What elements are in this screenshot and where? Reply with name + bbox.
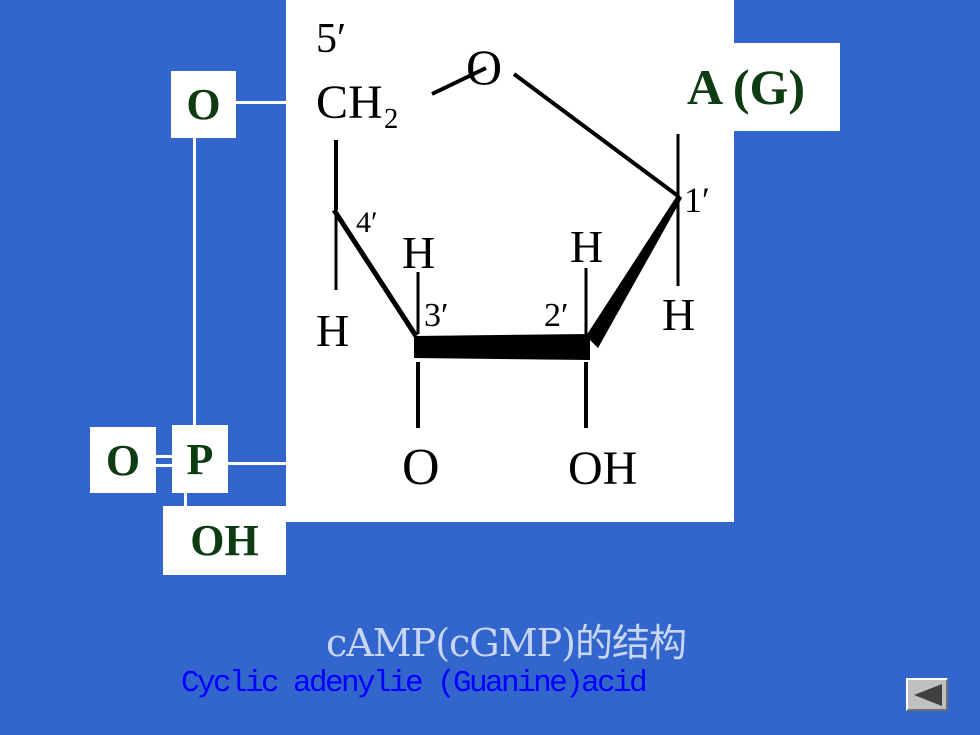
c1-label: 1′	[684, 180, 710, 220]
double-bond-o-p-lower	[156, 464, 172, 467]
bond-o-c1	[512, 72, 680, 198]
carbon-5-label: 5′	[316, 16, 346, 62]
back-button[interactable]	[906, 678, 948, 711]
c2-label: 2′	[544, 297, 568, 334]
ribose-ring-drawing: O 5′ CH₂ 4′ 3′ 2′ 1′ H H H H O OH	[316, 16, 710, 496]
ring-oxygen-label: O	[466, 39, 502, 95]
phosphate-hydroxyl: OH	[163, 506, 286, 575]
caption-english: Cyclic adenylie (Guanine)acid	[181, 666, 648, 701]
bond-o-c4	[431, 66, 487, 96]
ch2-label: CH₂	[316, 76, 399, 129]
phosphate-top-oxygen: O	[171, 71, 236, 138]
h-c1-label: H	[662, 289, 695, 340]
oh-c2-label: OH	[568, 442, 637, 495]
phosphorus-label: P	[172, 425, 228, 493]
caption-chinese: cAMP(cGMP)的结构	[326, 621, 687, 665]
bond-c4-c3	[331, 208, 419, 338]
triangle-left-icon	[914, 684, 942, 706]
c3-label: 3′	[424, 297, 448, 334]
bond-p-to-o3	[228, 462, 286, 465]
bond-o-to-p	[193, 138, 196, 426]
bond-o-to-ch2	[236, 101, 286, 104]
double-bond-o-p-upper	[156, 455, 172, 458]
h-c3-label: H	[402, 227, 435, 278]
base-label: A (G)	[652, 43, 840, 131]
h-c2-label: H	[570, 221, 603, 272]
phosphate-side-oxygen: O	[90, 427, 156, 493]
c4-label: 4′	[356, 206, 378, 239]
bond-c2-c1-wedge	[586, 194, 682, 348]
h-c4-label: H	[316, 305, 349, 356]
bond-c3-c2-bold	[414, 334, 590, 360]
o-c3-label: O	[402, 439, 440, 496]
bond-p-to-oh	[184, 492, 187, 506]
